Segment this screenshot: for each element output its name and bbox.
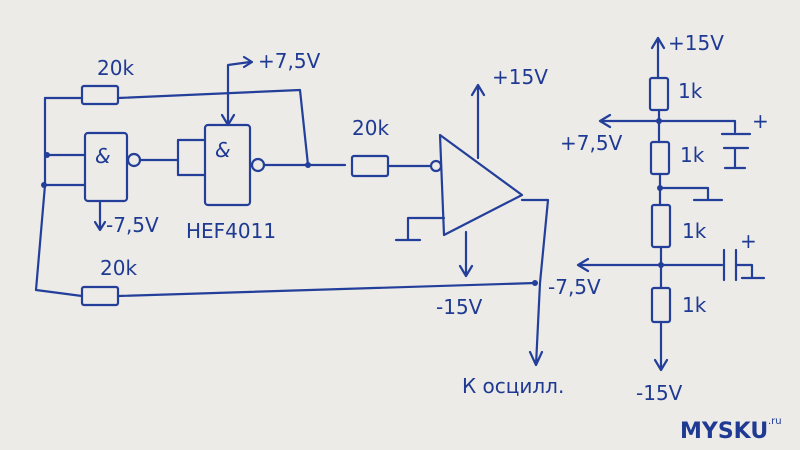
- gate2-symbol: &: [215, 138, 231, 162]
- label-neg-7v5: -7,5V: [106, 213, 159, 237]
- divider-r3: [650, 203, 672, 249]
- resistor-bottom-label: 20k: [100, 256, 137, 280]
- resistor-bottom: [80, 285, 120, 307]
- resistor-input-label: 20k: [352, 116, 389, 140]
- gate1-symbol: &: [95, 144, 111, 168]
- gate1-body: [83, 131, 129, 203]
- wire-neg-tap: [576, 257, 724, 273]
- divider-r4-label: 1k: [682, 293, 707, 317]
- resistor-top: [80, 84, 120, 106]
- label-chip: HEF4011: [186, 219, 276, 243]
- opamp-stage: 20k +15V -15V К осцилл.: [350, 65, 564, 398]
- opamp-neg-supply: [458, 230, 474, 278]
- junction-output: [532, 280, 538, 286]
- ground-symbol: [658, 186, 724, 202]
- wire-top-loop: [43, 88, 310, 167]
- wire-gate1-inputs: [42, 153, 87, 187]
- label-divider-pos-15v: +15V: [668, 31, 724, 55]
- resistor-input: [350, 154, 390, 178]
- capacitor-lower: [722, 248, 766, 282]
- label-pos-7v5: +7,5V: [258, 49, 321, 73]
- opamp-pos-supply: [470, 83, 486, 160]
- wire-output: [520, 198, 550, 367]
- wire-left-rail: [34, 96, 84, 298]
- gate2-pos-supply-lead: [220, 55, 254, 127]
- capacitor-upper-plus: +: [752, 109, 769, 133]
- wire-bottom-feedback: [116, 281, 537, 298]
- resistor-top-label: 20k: [97, 56, 134, 80]
- junction-gate2-output: [305, 162, 311, 168]
- bottom-supply-arrow: [653, 320, 669, 372]
- label-opamp-neg-15v: -15V: [436, 295, 483, 319]
- gate1-inverter-bubble: [126, 152, 142, 168]
- label-opamp-pos-15v: +15V: [492, 65, 548, 89]
- divider-r2-label: 1k: [680, 143, 705, 167]
- watermark-suffix: .ru: [768, 416, 782, 427]
- wire-pos-tap: [598, 113, 737, 134]
- label-divider-pos-7v5: +7,5V: [560, 131, 623, 155]
- supply-divider: +15V 1k +7,5V + 1k 1k -7,5V + 1k -15V: [548, 31, 769, 405]
- divider-r1-label: 1k: [678, 79, 703, 103]
- opamp-inverting-bubble: [429, 159, 443, 173]
- watermark-logo: MYSKU: [680, 419, 768, 444]
- divider-r3-label: 1k: [682, 219, 707, 243]
- wire-noninv-ground: [394, 216, 446, 242]
- divider-r2: [649, 140, 671, 176]
- capacitor-lower-plus: +: [740, 229, 757, 253]
- gate1-neg-supply-lead: [93, 199, 107, 232]
- label-divider-neg-15v: -15V: [636, 381, 683, 405]
- divider-r1: [648, 76, 670, 112]
- label-output: К осцилл.: [462, 374, 564, 398]
- capacitor-upper: [720, 132, 752, 170]
- gate2-body: [203, 123, 252, 207]
- opamp-body: [438, 133, 524, 237]
- divider-r4: [650, 286, 672, 324]
- oscillator-circuit: 20k & -7,5V & +7,5V HEF4011 20k: [34, 49, 537, 307]
- wire-gate1-to-gate2: [138, 138, 207, 177]
- top-supply-arrow: [650, 36, 666, 80]
- gate2-inverter-bubble: [250, 157, 266, 173]
- label-divider-neg-7v5: -7,5V: [548, 275, 601, 299]
